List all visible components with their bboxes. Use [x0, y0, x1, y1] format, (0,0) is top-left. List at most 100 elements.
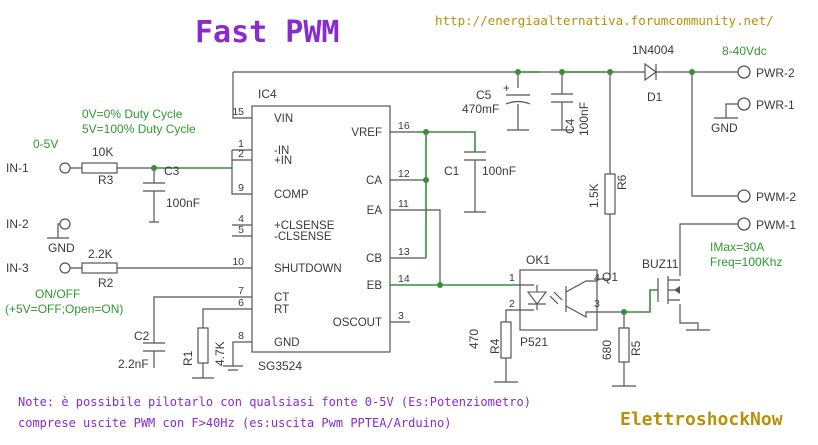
- ok1-pin4: 4: [594, 272, 600, 284]
- cl-pin-stubs: [232, 224, 252, 237]
- c1-label: C1: [444, 164, 460, 178]
- ic4-pin-name-ct: CT: [274, 292, 289, 304]
- ok1-pin1: 1: [509, 272, 515, 284]
- ic4-pin-name-clsense: -CLSENSE: [274, 231, 332, 243]
- c1-capacitor: [464, 151, 486, 161]
- d1-part: 1N4004: [632, 43, 674, 57]
- r4-resistor: [500, 321, 512, 359]
- in2-label: IN-2: [6, 217, 29, 231]
- d1-diode: [638, 62, 662, 82]
- onoff-line-1: ON/OFF: [35, 287, 80, 301]
- r4-wire: [505, 309, 520, 382]
- ic4-pin-num-2: 2: [238, 148, 244, 160]
- supply-voltage: 8-40Vdc: [722, 44, 767, 58]
- ic4-pin-num-4: 4: [238, 213, 244, 225]
- in3-label: IN-3: [6, 261, 29, 275]
- ic4-ref: IC4: [258, 87, 277, 101]
- pwr2-label: PWR-2: [756, 66, 795, 80]
- ic4-pin-name-cb: CB: [366, 253, 382, 265]
- ic4-pin-num-13: 13: [398, 246, 410, 258]
- source-wire: [679, 304, 699, 330]
- c2-value: 2.2nF: [118, 357, 149, 371]
- ic4-pin-name-ca: CA: [366, 175, 382, 187]
- q1-part: BUZ11: [642, 257, 679, 271]
- ic4-pin-name-vref: VREF: [351, 127, 382, 139]
- in2-gnd-label: GND: [48, 241, 75, 255]
- r3-label: R3: [98, 173, 114, 187]
- r1-resistor: [197, 327, 209, 364]
- ic4-pin-num-1: 1: [238, 138, 244, 150]
- pwr1-gnd-wire: [725, 103, 738, 118]
- imax-spec: IMax=30A: [710, 240, 764, 254]
- c5-value: 470mF: [462, 102, 499, 116]
- r4-value: 470: [467, 329, 481, 349]
- vref-junction: [416, 131, 476, 258]
- ic4-pin-name-shutdown: SHUTDOWN: [274, 263, 342, 275]
- r5-label: R5: [629, 340, 643, 356]
- ic4-pin-num-16: 16: [398, 120, 410, 132]
- c2-capacitor: [143, 342, 165, 352]
- duty-line-2: 5V=100% Duty Cycle: [82, 122, 196, 136]
- c3-label: C3: [164, 164, 180, 178]
- r2-resistor: [81, 262, 118, 274]
- c4-label: C4: [563, 118, 577, 134]
- ic4-pin-name-eb: EB: [367, 280, 383, 292]
- ic4-pin-name-gnd: GND: [274, 337, 300, 349]
- duty-line-1: 0V=0% Duty Cycle: [82, 107, 183, 121]
- ic4-pin-num-3: 3: [398, 310, 404, 322]
- ic4-pin-name-in: +IN: [274, 155, 292, 167]
- website-url[interactable]: http://energiaalternativa.forumcommunity…: [435, 13, 774, 28]
- r1-value: 4.7K: [213, 341, 227, 366]
- ok1-pin3: 3: [594, 298, 600, 310]
- ic4-pin-num-5: 5: [238, 224, 244, 236]
- d1-label: D1: [647, 90, 663, 104]
- note-line-2: comprese uscite PWM con F>40Hz (es:uscit…: [18, 416, 451, 430]
- terminals[interactable]: [59, 65, 751, 274]
- pwm2-label: PWM-2: [756, 190, 796, 204]
- r3-resistor: [81, 162, 118, 174]
- rt-wire: [202, 308, 252, 378]
- r2-label: R2: [98, 276, 114, 290]
- ea-wire: [390, 209, 441, 285]
- freq-spec: Freq=100Khz: [710, 255, 782, 269]
- q1-mosfet: [657, 276, 680, 304]
- ic4-pin-name-clsense: +CLSENSE: [274, 220, 335, 232]
- q1-label: Q1: [602, 270, 618, 284]
- c2-label: C2: [134, 329, 150, 343]
- ic4-pin-num-8: 8: [238, 330, 244, 342]
- pwr1-gnd-label: GND: [711, 121, 738, 135]
- ok1-optocoupler: [519, 269, 598, 331]
- ok1-label: OK1: [526, 253, 550, 267]
- ic4-pin-num-9: 9: [238, 182, 244, 194]
- title: Fast PWM: [195, 15, 340, 50]
- ic4-pin-name-comp: COMP: [274, 189, 309, 201]
- gate-junction: [624, 289, 658, 313]
- ic4-pin-name-rt: RT: [274, 304, 289, 316]
- c1-value: 100nF: [482, 164, 516, 178]
- r5-value: 680: [600, 340, 614, 360]
- ic4-part: SG3524: [258, 359, 302, 373]
- ic4-pin-num-10: 10: [232, 256, 244, 268]
- pwm1-label: PWM-1: [756, 218, 796, 232]
- r4-label: R4: [488, 338, 502, 354]
- ic4-pin-name-in: -IN: [274, 145, 289, 157]
- r3-value: 10K: [92, 145, 113, 159]
- r6-value: 1.5K: [587, 183, 601, 208]
- pwm2-wire: [691, 72, 738, 197]
- ok1-pin2: 2: [509, 298, 515, 310]
- c5-label: C5: [476, 88, 492, 102]
- ic4-pin-num-12: 12: [398, 168, 410, 180]
- r6-wire: [597, 72, 611, 280]
- ic4-pin-num-14: 14: [398, 273, 410, 285]
- ic4-pin-name-oscout: OSCOUT: [333, 317, 382, 329]
- c5-plus: +: [503, 83, 510, 95]
- note-line-1: Note: è possibile pilotarlo con qualsias…: [18, 395, 531, 409]
- gnd-pin-wire: [232, 341, 252, 366]
- ic4-pin-num-15: 15: [232, 106, 244, 118]
- ic4-pin-num-11: 11: [398, 198, 409, 210]
- c3-capacitor: [143, 182, 165, 192]
- drain-wire: [679, 223, 738, 276]
- brand: ElettroshockNow: [620, 409, 783, 430]
